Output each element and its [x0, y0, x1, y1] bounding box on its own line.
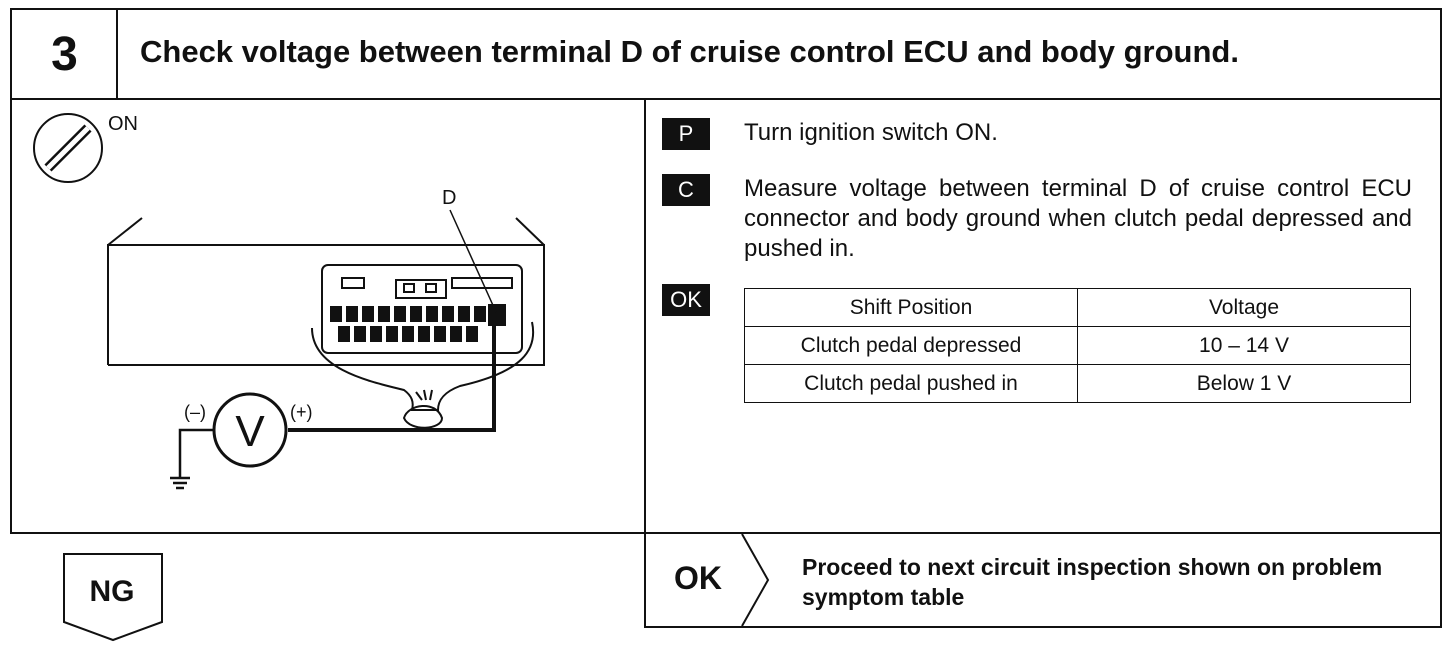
- check-text: Measure voltage between terminal D of cr…: [744, 175, 1412, 262]
- inspection-body: ON: [10, 98, 1442, 534]
- table-header: Voltage: [1077, 288, 1411, 327]
- table-cell: Below 1 V: [1077, 364, 1411, 403]
- table-header-row: Shift Position Voltage: [744, 288, 1411, 327]
- table-cell: 10 – 14 V: [1077, 326, 1411, 365]
- probe-wire: [288, 322, 496, 432]
- ng-label: NG: [89, 575, 135, 608]
- terminal-d-leader: [449, 209, 497, 313]
- connector-diagram: ON: [33, 113, 545, 490]
- ok-badge: OK: [662, 284, 710, 316]
- chevron-right-icon: [741, 534, 770, 626]
- voltmeter-icon: V: [212, 392, 288, 468]
- terminal-d-label: D: [442, 187, 456, 209]
- ground-icon: [170, 428, 214, 490]
- voltmeter-symbol: V: [235, 407, 265, 456]
- procedure-badge: P: [662, 118, 710, 150]
- table-header: Shift Position: [744, 288, 1078, 327]
- ignition-switch-icon: [33, 113, 103, 183]
- proceed-text: Proceed to next circuit inspection shown…: [802, 554, 1383, 610]
- table-cell: Clutch pedal depressed: [744, 326, 1078, 365]
- procedure-text: Turn ignition switch ON.: [744, 119, 998, 146]
- page-title: Check voltage between terminal D of crui…: [140, 34, 1239, 69]
- ecu-body: [107, 217, 545, 366]
- positive-lead-label: (+): [290, 402, 313, 422]
- table-cell: Clutch pedal pushed in: [744, 364, 1078, 403]
- ecu-connector: [311, 264, 535, 429]
- column-divider: [644, 100, 646, 532]
- check-badge: C: [662, 174, 710, 206]
- table-row: Clutch pedal depressed 10 – 14 V: [744, 326, 1411, 365]
- negative-lead-label: (–): [184, 402, 206, 422]
- ignition-label: ON: [108, 113, 138, 135]
- ng-result-box: [63, 553, 163, 642]
- table-row: Clutch pedal pushed in Below 1 V: [744, 364, 1411, 403]
- voltage-spec-table: Shift Position Voltage Clutch pedal depr…: [744, 288, 1411, 403]
- step-header: 3 Check voltage between terminal D of cr…: [10, 8, 1442, 100]
- ok-result-box: OK Proceed to next circuit inspection sh…: [644, 532, 1442, 628]
- step-number: 3: [51, 27, 78, 81]
- ok-label: OK: [674, 560, 722, 596]
- step-number-box: 3: [12, 10, 118, 98]
